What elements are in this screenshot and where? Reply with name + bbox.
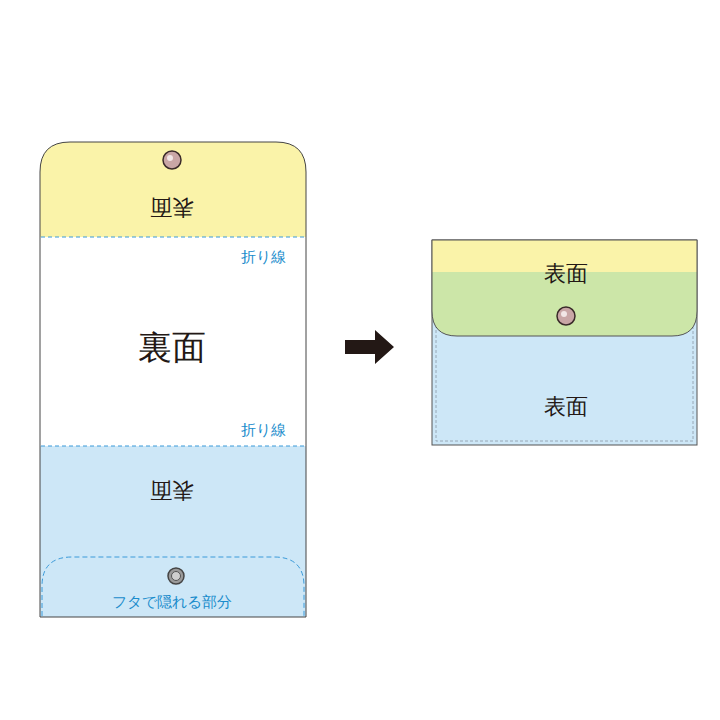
snap-button xyxy=(557,307,575,325)
fold-line xyxy=(41,237,305,238)
fold-label: 折り線 xyxy=(241,421,286,439)
hidden-area: フタで隠れる部分 xyxy=(40,555,306,617)
node-text: 裏面 xyxy=(138,327,206,368)
blue-band: 表面フタで隠れる部分 xyxy=(40,446,306,617)
flap-outline xyxy=(432,240,697,336)
yellow-band xyxy=(40,142,306,237)
transform-arrow xyxy=(345,330,394,364)
fold-label: 折り線 xyxy=(241,248,286,266)
sheet-outline xyxy=(40,142,306,617)
snap-button xyxy=(163,151,181,169)
node-text: 表面 xyxy=(544,394,588,420)
fold-line xyxy=(41,446,305,447)
snap-highlight xyxy=(167,155,173,161)
back-panel: 裏面 xyxy=(40,237,306,446)
snap-highlight xyxy=(561,311,567,317)
yellow-band: 表面 xyxy=(40,142,306,237)
node-text: 表面 xyxy=(544,261,588,287)
node-text: 表面 xyxy=(150,194,194,220)
node-text: フタで隠れる部分 xyxy=(112,593,232,611)
envelope-flap: 表面 xyxy=(432,240,697,336)
hidden-area-outline xyxy=(42,557,304,616)
flap-fill xyxy=(432,240,697,336)
node-text: 表面 xyxy=(150,477,194,503)
white-band xyxy=(40,237,306,446)
envelope-body: 表面表面 xyxy=(432,240,697,445)
snap-socket xyxy=(168,568,184,584)
envelope-body xyxy=(432,240,697,445)
snap-socket-ring xyxy=(172,572,181,581)
blue-band xyxy=(40,446,306,617)
